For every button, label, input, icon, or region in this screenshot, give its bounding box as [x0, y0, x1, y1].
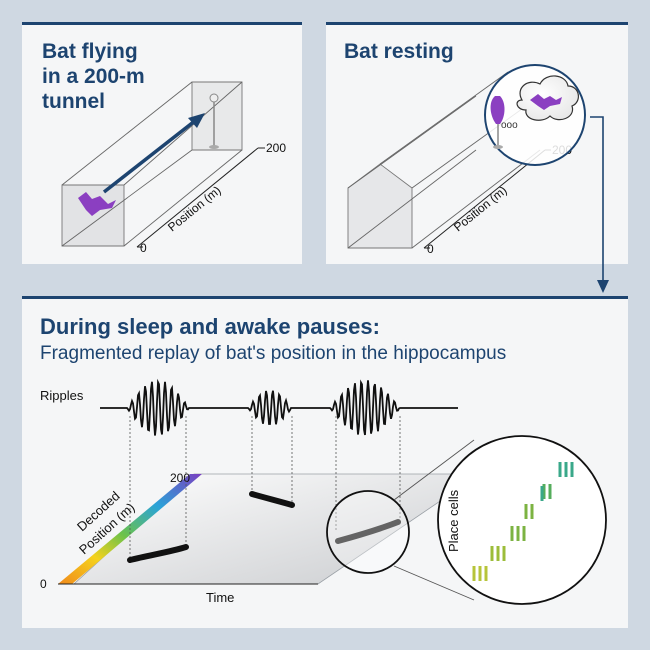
panel-flying-divider — [22, 22, 302, 25]
place-cells-magnifier — [437, 435, 607, 605]
tunnel-flying — [61, 81, 243, 247]
bat-resting-icon — [490, 96, 505, 124]
replay-trace-3 — [335, 519, 401, 544]
resting-magnifier: ooo — [484, 64, 586, 166]
magnifier-connectors — [393, 439, 475, 601]
ripples-trace — [100, 378, 458, 436]
replay-magnifier-small — [326, 490, 410, 574]
resting-title: Bat resting — [344, 40, 454, 63]
ripple-connectors — [129, 416, 401, 560]
resting-tick-0: 0 — [427, 242, 434, 256]
panel-resting-divider — [326, 22, 628, 25]
place-cells-label: Place cells — [446, 489, 461, 552]
flying-position-axis — [136, 147, 265, 248]
bat-flying-icon — [78, 192, 116, 216]
tunnel-resting — [347, 71, 541, 249]
dream-cloud — [516, 75, 579, 121]
flight-arrow — [102, 113, 205, 194]
dream-bubbles: ooo — [501, 120, 518, 131]
connector-arrow — [590, 116, 609, 293]
landing-pole — [209, 93, 219, 149]
ripples-label: Ripples — [40, 388, 84, 403]
flying-tick-200: 200 — [266, 141, 286, 155]
place-cell-raster — [472, 462, 574, 581]
flying-title-3: tunnel — [42, 90, 105, 113]
time-label: Time — [206, 590, 234, 605]
bat-dream-icon — [530, 94, 562, 110]
y-tick-0: 0 — [40, 577, 47, 591]
y-tick-200: 200 — [170, 471, 190, 485]
replay-traces — [127, 491, 401, 563]
replay-trace-1 — [127, 544, 189, 563]
flying-tick-0: 0 — [140, 241, 147, 255]
flying-title-2: in a 200-m — [42, 65, 145, 88]
flying-title-1: Bat flying — [42, 40, 138, 63]
replay-title: During sleep and awake pauses: — [40, 314, 380, 339]
panel-replay-divider — [22, 296, 628, 299]
replay-trace-2 — [249, 491, 295, 508]
replay-subtitle: Fragmented replay of bat's position in t… — [40, 343, 506, 364]
